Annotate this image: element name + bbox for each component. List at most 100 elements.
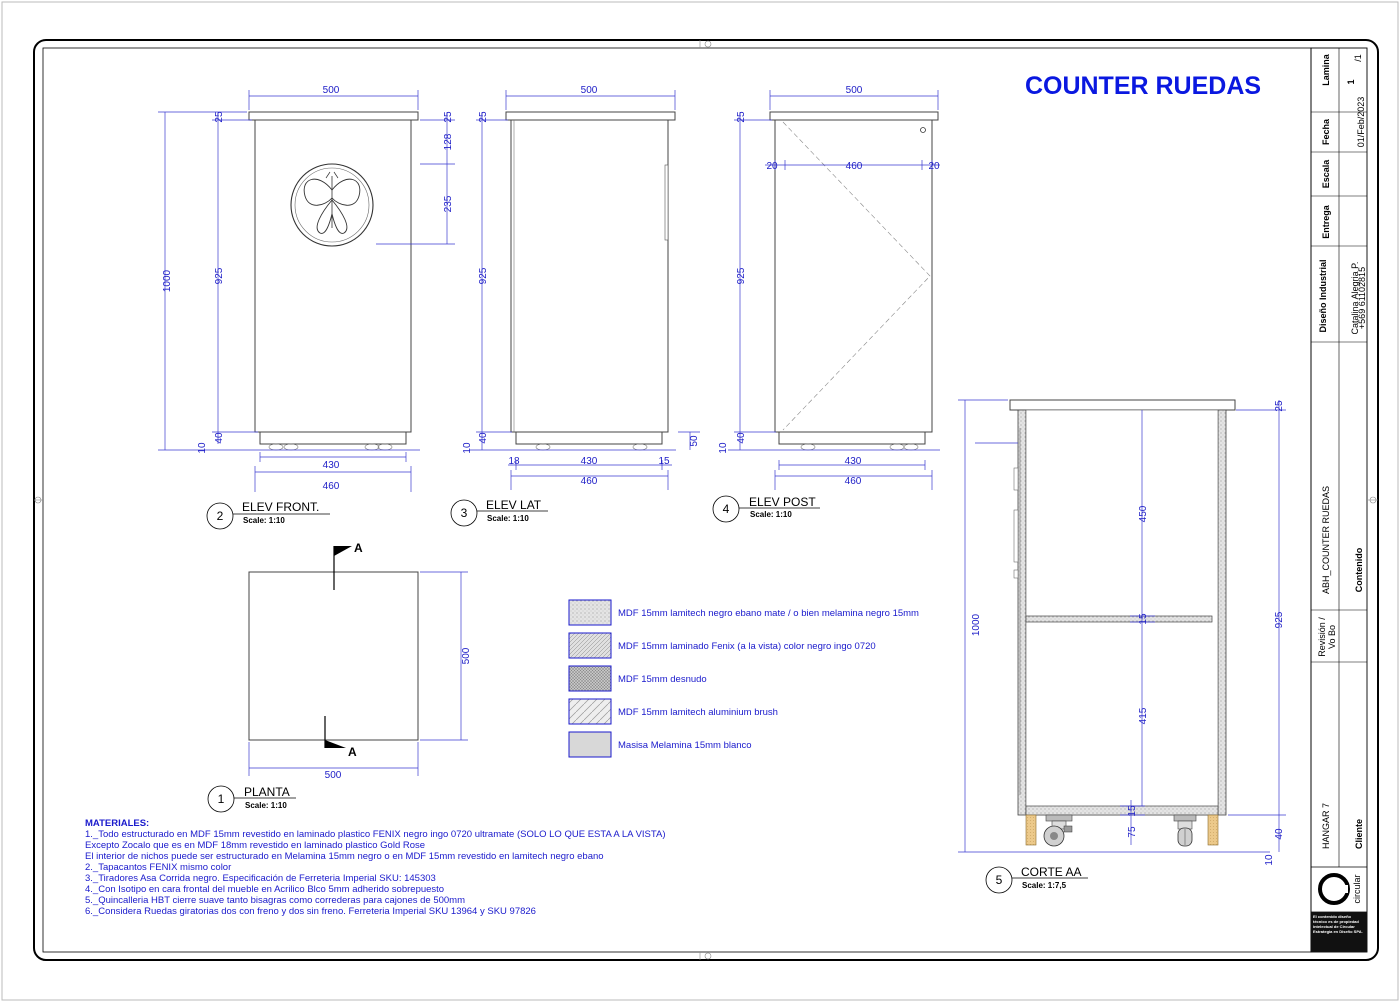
dim-front-460: 460 bbox=[323, 481, 340, 492]
tb-footer-wrap: El contenido diseño técnico es de propie… bbox=[1313, 914, 1363, 934]
view-scale-back: Scale: 1:10 bbox=[750, 510, 792, 519]
dim-section-925: 925 bbox=[1274, 611, 1285, 628]
legend-swatch bbox=[568, 599, 612, 626]
section-door-hinges bbox=[1013, 467, 1019, 579]
plan-outline bbox=[248, 571, 419, 741]
view-number-plan: 1 bbox=[218, 792, 225, 806]
dim-back-460-inner: 460 bbox=[846, 161, 863, 172]
dim-front-235: 235 bbox=[443, 195, 454, 212]
dim-back-40: 40 bbox=[736, 432, 747, 444]
tb-revision-label: Revisión / bbox=[1317, 617, 1327, 657]
title-block: Lamina 1 /1 Fecha 01/Feb/2023 Escala Ent… bbox=[1310, 47, 1368, 953]
materials-line: 5._Quincalleria HBT cierre suave tanto b… bbox=[85, 895, 465, 906]
view-name-plan: PLANTA bbox=[244, 785, 290, 799]
dim-section-bottom-15: 15 bbox=[1127, 805, 1138, 817]
dim-side-925: 925 bbox=[478, 267, 489, 284]
dim-section-10: 10 bbox=[1264, 854, 1275, 866]
dim-back-20-left: 20 bbox=[766, 161, 778, 172]
tb-designer-phone: +569 61102815 bbox=[1357, 267, 1367, 329]
butterfly-logo-icon bbox=[290, 163, 374, 247]
front-elevation: 500 1000 925 25 128 235 25 10 40 430 460… bbox=[158, 85, 455, 530]
tb-vobo-label: Vo Bo bbox=[1327, 625, 1337, 649]
legend-swatch bbox=[568, 698, 612, 725]
legend-label: MDF 15mm desnudo bbox=[618, 674, 707, 685]
section-left-panel bbox=[1017, 409, 1027, 816]
dim-back-25: 25 bbox=[736, 111, 747, 123]
drawing-title: COUNTER RUEDAS bbox=[1025, 72, 1261, 100]
dim-side-25: 25 bbox=[478, 111, 489, 123]
tb-content-label: Contenido bbox=[1354, 547, 1364, 592]
materials-line: 6._Considera Ruedas giratorias dos con f… bbox=[85, 906, 536, 917]
circular-logo-icon: circular bbox=[1318, 873, 1362, 905]
dim-plan-depth: 500 bbox=[461, 647, 472, 664]
dim-back-430: 430 bbox=[845, 456, 862, 467]
dim-side-40: 40 bbox=[478, 432, 489, 444]
view-name-section: CORTE AA bbox=[1021, 865, 1081, 879]
dim-side-10: 10 bbox=[462, 442, 473, 454]
dim-back-10: 10 bbox=[718, 442, 729, 454]
tb-lamina-label: Lamina bbox=[1321, 53, 1331, 86]
dim-front-10: 10 bbox=[197, 442, 208, 454]
materials-line: 2._Tapacantos FENIX mismo color bbox=[85, 862, 231, 873]
tb-footer-bar bbox=[1311, 912, 1367, 952]
view-number-back: 4 bbox=[723, 502, 730, 516]
section-plinth-right bbox=[1207, 814, 1219, 846]
materials-line: 1._Todo estructurado en MDF 15mm revesti… bbox=[85, 829, 665, 840]
tb-escala-label: Escala bbox=[1321, 159, 1331, 189]
materials-heading: MATERIALES: bbox=[85, 818, 149, 829]
view-scale-section: Scale: 1:7,5 bbox=[1022, 881, 1067, 890]
legend-swatch bbox=[568, 731, 612, 758]
section-top-board bbox=[1009, 399, 1236, 411]
view-name-front: ELEV FRONT. bbox=[242, 500, 319, 514]
dim-side-18: 18 bbox=[508, 456, 520, 467]
dim-section-25: 25 bbox=[1274, 400, 1285, 412]
materials-line: Excepto Zocalo que es en MDF 18mm revest… bbox=[85, 840, 425, 851]
dim-side-width: 500 bbox=[581, 85, 598, 96]
view-number-section: 5 bbox=[996, 873, 1003, 887]
dim-front-right-25: 25 bbox=[443, 111, 454, 123]
dim-front-40: 40 bbox=[214, 432, 225, 444]
side-wheels bbox=[535, 443, 648, 451]
legend-swatch bbox=[568, 632, 612, 659]
materials-notes: MATERIALES: 1._Todo estructurado en MDF … bbox=[85, 818, 665, 917]
tb-entrega-label: Entrega bbox=[1321, 204, 1331, 239]
tb-fecha-label: Fecha bbox=[1321, 118, 1331, 145]
legend-label: Masisa Melamina 15mm blanco bbox=[618, 740, 752, 751]
materials-line: El interior de nichos puede ser estructu… bbox=[85, 851, 604, 862]
section-plinth-left bbox=[1025, 814, 1037, 846]
front-plinth bbox=[259, 431, 407, 445]
section-right-panel bbox=[1217, 409, 1227, 816]
material-legend: MDF 15mm lamitech negro ebano mate / o b… bbox=[568, 599, 919, 758]
view-number-side: 3 bbox=[461, 506, 468, 520]
logo-text: circular bbox=[1352, 874, 1362, 903]
dim-section-shelf-15: 15 bbox=[1138, 613, 1149, 625]
dim-section-415: 415 bbox=[1138, 707, 1149, 724]
tb-footer-note: El contenido diseño técnico es de propie… bbox=[1313, 914, 1363, 934]
dim-front-height-1000: 1000 bbox=[162, 269, 173, 292]
dim-front-top-25: 25 bbox=[214, 111, 225, 123]
back-elevation: 500 925 25 10 40 20 460 20 430 460 4 ELE… bbox=[712, 85, 940, 523]
dim-front-430: 430 bbox=[323, 460, 340, 471]
dim-section-75: 75 bbox=[1127, 826, 1138, 838]
view-scale-plan: Scale: 1:10 bbox=[245, 801, 287, 810]
section-wheel-left-icon bbox=[1043, 814, 1073, 847]
tb-designer-name: Catalina Alegria P. bbox=[1350, 262, 1360, 335]
front-wheels bbox=[268, 443, 393, 451]
dim-plan-width: 500 bbox=[325, 770, 342, 781]
view-scale-front: Scale: 1:10 bbox=[243, 516, 285, 525]
back-plinth bbox=[778, 431, 926, 445]
materials-line: 3._Tiradores Asa Corrida negro. Especifi… bbox=[85, 873, 436, 884]
section-marker-bottom: A bbox=[348, 745, 357, 759]
tb-client-label: Cliente bbox=[1354, 819, 1364, 849]
back-top-board bbox=[769, 111, 939, 121]
back-lock-icon bbox=[920, 127, 926, 133]
legend-label: MDF 15mm lamitech aluminium brush bbox=[618, 707, 778, 718]
section-shelf bbox=[1025, 615, 1213, 623]
view-name-side: ELEV LAT bbox=[486, 498, 542, 512]
tb-lamina-total: /1 bbox=[1353, 54, 1363, 62]
dim-section-40: 40 bbox=[1274, 828, 1285, 840]
tb-fecha-value: 01/Feb/2023 bbox=[1356, 97, 1366, 148]
front-top-board bbox=[248, 111, 419, 121]
legend-label: MDF 15mm lamitech negro ebano mate / o b… bbox=[618, 608, 919, 619]
